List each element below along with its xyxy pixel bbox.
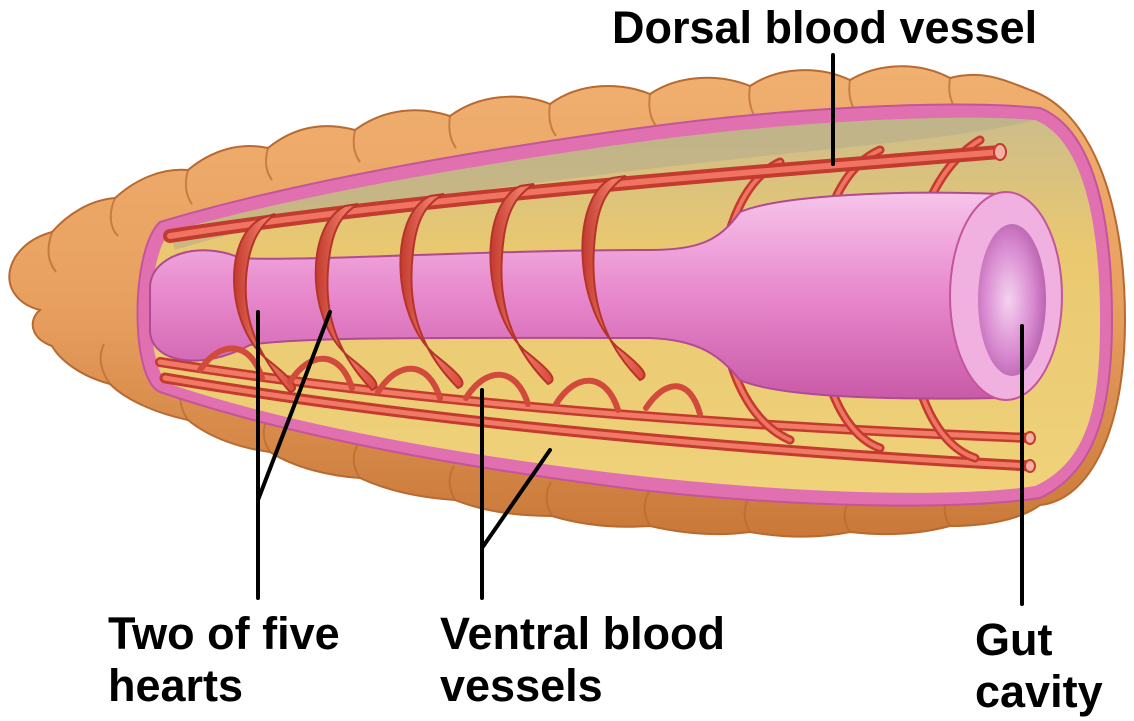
gut-cavity (950, 192, 1062, 400)
label-ventral-blood-vessels: Ventral blood vessels (440, 608, 725, 712)
label-gut-line1: Gut (975, 614, 1103, 666)
label-gut-cavity: Gut cavity (975, 614, 1103, 718)
label-ventral-line2: vessels (440, 660, 725, 712)
label-hearts-line1: Two of five (108, 608, 340, 660)
label-dorsal-blood-vessel: Dorsal blood vessel (612, 2, 1037, 54)
label-hearts: Two of five hearts (108, 608, 340, 712)
label-dorsal-text: Dorsal blood vessel (612, 2, 1037, 54)
label-hearts-line2: hearts (108, 660, 340, 712)
label-gut-line2: cavity (975, 666, 1103, 718)
label-ventral-line1: Ventral blood (440, 608, 725, 660)
